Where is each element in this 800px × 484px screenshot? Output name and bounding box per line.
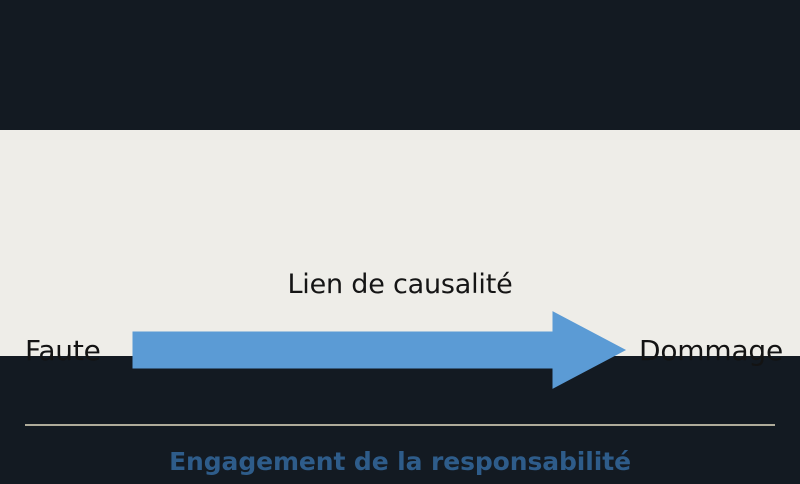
conclusion-caption: Engagement de la responsabilité (169, 447, 631, 476)
end-label-dommage: Dommage (639, 334, 784, 367)
horizontal-divider (25, 424, 775, 426)
causality-caption: Lien de causalité (287, 269, 513, 300)
start-label-faute: Faute (25, 334, 101, 367)
right-arrow-shape (132, 311, 627, 389)
arrow-polygon (132, 311, 627, 389)
right-arrow-icon (132, 311, 627, 389)
content-panel: Lien de causalité Faute Dommage Engageme… (0, 130, 800, 476)
